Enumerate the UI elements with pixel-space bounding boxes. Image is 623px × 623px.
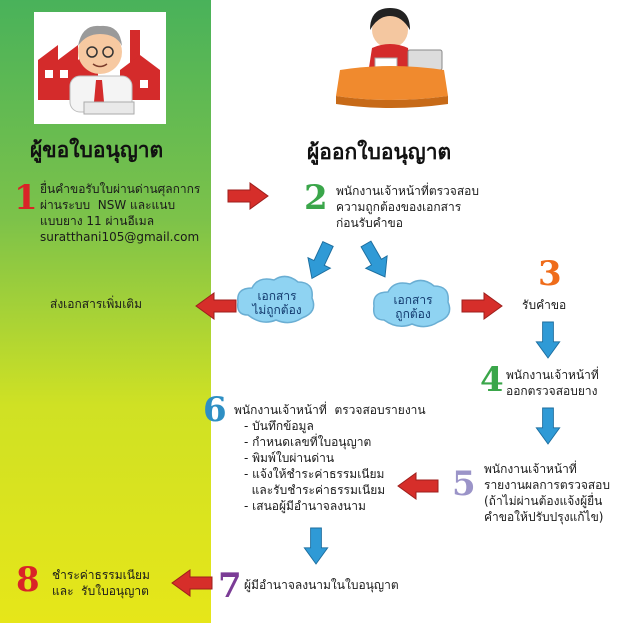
step-3-number: 3 — [538, 254, 562, 294]
step-2-line-3: ก่อนรับคำขอ — [336, 216, 403, 230]
step-4-line-2: ออกตรวจสอบยาง — [506, 384, 598, 398]
cloud-incorrect-label: เอกสาร ไม่ถูกต้อง — [252, 289, 302, 317]
step-8-line-2: และ รับใบอนุญาต — [52, 584, 149, 598]
applicant-title: ผู้ขอใบอนุญาต — [30, 138, 164, 162]
step-6-line-4: - พิมพ์ใบผ่านด่าน — [244, 451, 335, 465]
step-1-line-4: suratthani105@gmail.com — [40, 230, 200, 244]
step-2-number: 2 — [304, 178, 328, 218]
arrow-icon-step5-to-step6 — [397, 472, 439, 500]
arrow-icon-step3-to-step4 — [535, 321, 561, 359]
step-5-line-3: (ถ้าไม่ผ่านต้องแจ้งผู้ยื่น — [484, 494, 603, 508]
issuer-title: ผู้ออกใบอนุญาต — [307, 140, 452, 164]
arrow-icon-step4-to-step5 — [535, 407, 561, 445]
cloud-correct-shape — [372, 279, 451, 328]
step-7-number: 7 — [218, 566, 242, 606]
step-6-line-7: - เสนอผู้มีอำนาจลงนาม — [244, 499, 366, 513]
cloud-correct-label: เอกสาร ถูกต้อง — [393, 293, 433, 321]
arrow-icon-step1-to-step2 — [227, 182, 269, 210]
send-more-docs-label: ส่งเอกสารเพิ่มเติม — [50, 297, 142, 311]
step-2-line-2: ความถูกต้องของเอกสาร — [336, 200, 462, 214]
applicant-illustration — [34, 12, 166, 124]
step-1-number: 1 — [14, 178, 38, 218]
step-8-number: 8 — [16, 560, 40, 600]
step-6-line-3: - กำหนดเลขที่ใบอนุญาต — [244, 435, 372, 449]
step-6-line-5: - แจ้งให้ชำระค่าธรรมเนียม — [244, 467, 385, 481]
step-3-label: รับคำขอ — [522, 298, 567, 312]
officer-illustration — [336, 8, 448, 108]
step-7-label: ผู้มีอำนาจลงนามในใบอนุญาต — [244, 578, 399, 592]
step-8-line-1: ชำระค่าธรรมเนียม — [52, 568, 150, 582]
arrow-icon-step2-to-incorrect — [300, 238, 340, 285]
step-2-line-1: พนักงานเจ้าหน้าที่ตรวจสอบ — [336, 184, 479, 198]
arrow-icon-step6-to-step7 — [303, 527, 329, 565]
arrow-icon-incorrect-to-send-more — [195, 292, 237, 320]
step-6-number: 6 — [203, 390, 227, 430]
step-1-line-3: แบบยาง 11 ผ่านอีเมล — [40, 214, 155, 228]
step-5-line-2: รายงานผลการตรวจสอบ — [484, 478, 611, 492]
arrow-icon-correct-to-step3 — [461, 292, 503, 320]
step-1-line-2: ผ่านระบบ NSW และแนบ — [40, 198, 176, 212]
arrow-icon-step2-to-correct — [354, 237, 397, 284]
step-5-line-1: พนักงานเจ้าหน้าที่ — [484, 462, 577, 476]
step-6-line-2: - บันทึกข้อมูล — [244, 419, 314, 433]
step-6-line-1: พนักงานเจ้าหน้าที่ ตรวจสอบรายงาน — [234, 403, 426, 417]
step-6-line-6: และรับชำระค่าธรรมเนียม — [244, 483, 386, 497]
step-5-line-4: คำขอให้ปรับปรุงแก้ไข) — [484, 510, 604, 524]
step-4-line-1: พนักงานเจ้าหน้าที่ — [506, 368, 599, 382]
cloud-incorrect-shape — [236, 275, 315, 324]
step-1-line-1: ยื่นคำขอรับใบผ่านด่านศุลกากร — [40, 182, 201, 196]
arrow-icon-step7-to-step8 — [171, 569, 213, 597]
step-4-number: 4 — [480, 360, 504, 400]
step-5-number: 5 — [452, 464, 476, 504]
